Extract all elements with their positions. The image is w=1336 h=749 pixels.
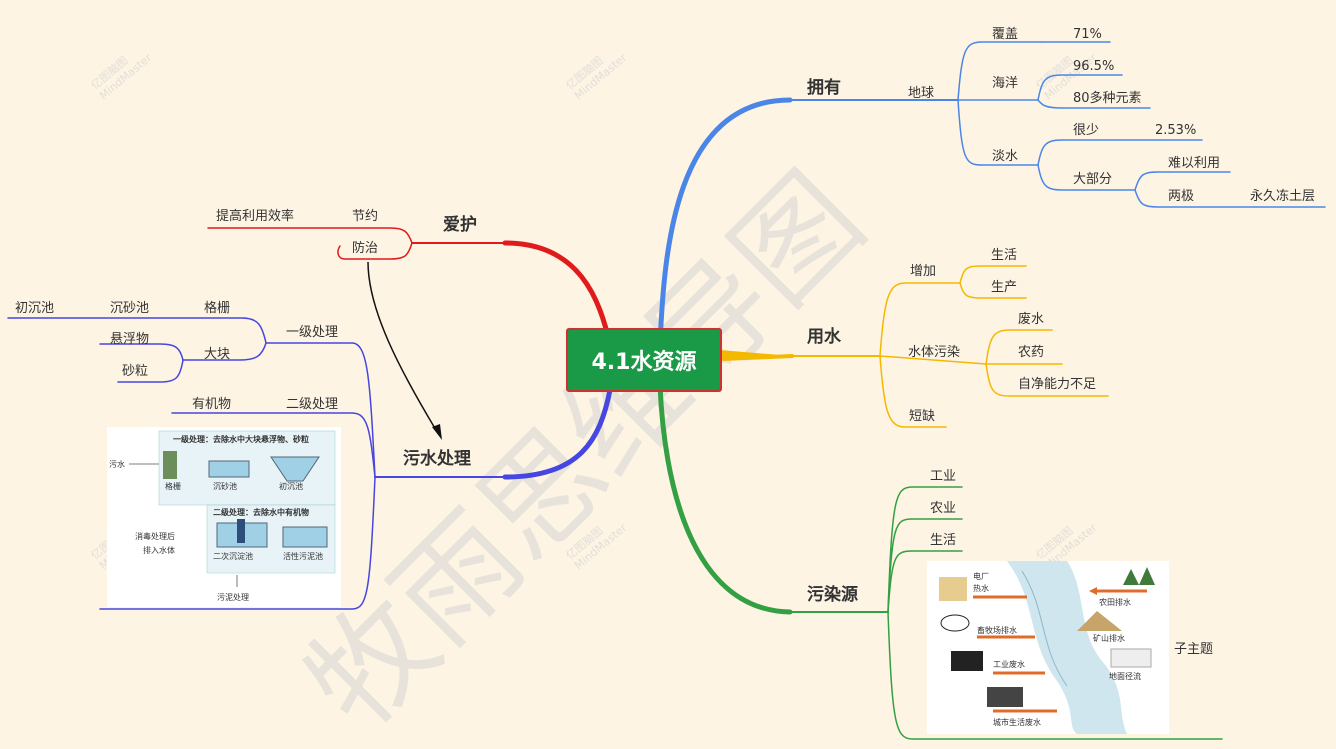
- node-dongtu[interactable]: 永久冻土层: [1250, 188, 1315, 204]
- branch-wuranyuan: [657, 382, 1223, 740]
- poll-xumu: 畜牧场排水: [977, 625, 1017, 635]
- node-wuranyuan[interactable]: 污染源: [807, 584, 858, 605]
- relation-arrow: [367, 261, 437, 431]
- poll-kuangshan: 矿山排水: [1093, 633, 1125, 643]
- node-diqiu[interactable]: 地球: [908, 86, 934, 101]
- node-liangji[interactable]: 两极: [1168, 189, 1194, 204]
- node-zijing[interactable]: 自净能力不足: [1018, 377, 1096, 392]
- branch-yongyou: [657, 41, 1326, 348]
- node-tigao[interactable]: 提高利用效率: [216, 208, 294, 224]
- node-shensha[interactable]: 沉砂池: [110, 301, 149, 316]
- sewage-shensha: 沉砂池: [213, 481, 237, 491]
- poll-dimian: 地面径流: [1109, 671, 1141, 681]
- node-wr-shenghuo[interactable]: 生活: [930, 533, 956, 548]
- node-henshao[interactable]: 很少: [1073, 123, 1099, 138]
- node-wuran[interactable]: 水体污染: [908, 345, 960, 360]
- node-dakuai[interactable]: 大块: [204, 347, 230, 362]
- node-wushui[interactable]: 污水处理: [403, 448, 471, 469]
- node-haiyang-val[interactable]: 96.5%: [1073, 59, 1114, 74]
- sewage-erci: 二次沉淀池: [213, 551, 253, 561]
- node-feishui[interactable]: 废水: [1018, 311, 1044, 327]
- node-youji[interactable]: 有机物: [192, 397, 231, 412]
- poll-gongye: 工业废水: [993, 659, 1025, 669]
- poll-nongtian: 农田排水: [1099, 597, 1131, 607]
- node-nanyi[interactable]: 难以利用: [1168, 156, 1220, 171]
- node-nongye[interactable]: 农业: [930, 501, 956, 516]
- node-shengchan[interactable]: 生产: [991, 280, 1017, 295]
- sewage-title-1: 一级处理：去除水中大块悬浮物、砂粒: [173, 434, 309, 444]
- sewage-pairu: 排入水体: [143, 545, 175, 555]
- node-fugai[interactable]: 覆盖: [992, 27, 1018, 42]
- node-yongshui[interactable]: 用水: [807, 326, 842, 347]
- node-yiji[interactable]: 一级处理: [286, 325, 338, 340]
- node-gezha[interactable]: 格栅: [204, 300, 230, 316]
- pollution-sources-image: 电厂 热水 农田排水 畜牧场排水 矿山排水 工业废水 地面径流 城市生活废水: [927, 561, 1169, 734]
- node-zizhuti[interactable]: 子主题: [1174, 642, 1213, 657]
- sewage-wuni: 污泥处理: [217, 592, 249, 602]
- node-henshao-val[interactable]: 2.53%: [1155, 123, 1196, 138]
- node-jieyue[interactable]: 节约: [352, 209, 378, 224]
- sewage-title-2: 二级处理：去除水中有机物: [213, 507, 309, 517]
- sewage-process-image: 一级处理：去除水中大块悬浮物、砂粒 污水 格栅 沉砂池 初沉池 二级处理：去除水…: [107, 427, 341, 607]
- sewage-chuchen: 初沉池: [279, 481, 303, 491]
- node-danshui[interactable]: 淡水: [992, 149, 1018, 164]
- node-fugai-val[interactable]: 71%: [1073, 27, 1102, 42]
- node-dabufen[interactable]: 大部分: [1073, 172, 1112, 187]
- node-nongyao[interactable]: 农药: [1018, 345, 1044, 360]
- node-duanque[interactable]: 短缺: [909, 409, 935, 424]
- poll-dianchang: 电厂: [973, 571, 989, 581]
- node-zengjia[interactable]: 增加: [910, 264, 936, 279]
- node-haiyang[interactable]: 海洋: [992, 76, 1018, 91]
- poll-reshui: 热水: [973, 583, 989, 593]
- sewage-xiaodu: 消毒处理后: [135, 531, 175, 541]
- sewage-huoxing: 活性污泥池: [283, 551, 323, 561]
- node-shenghuo[interactable]: 生活: [991, 248, 1017, 263]
- relation-arrowhead: [432, 424, 442, 440]
- sewage-wushui: 污水: [109, 459, 125, 469]
- sewage-gezha: 格栅: [165, 481, 181, 491]
- branch-aihu: [207, 227, 613, 348]
- node-chuchen[interactable]: 初沉池: [15, 301, 54, 316]
- node-erji[interactable]: 二级处理: [286, 397, 338, 412]
- node-fangzhi[interactable]: 防治: [352, 240, 378, 256]
- poll-chengshi: 城市生活废水: [993, 717, 1041, 727]
- root-topic[interactable]: 4.1水资源: [566, 328, 722, 392]
- node-gongye[interactable]: 工业: [930, 469, 956, 484]
- node-haiyang-elem[interactable]: 80多种元素: [1073, 90, 1142, 106]
- node-xuanfu[interactable]: 悬浮物: [110, 332, 149, 347]
- node-shali[interactable]: 砂粒: [122, 364, 148, 379]
- node-aihu[interactable]: 爱护: [443, 214, 477, 235]
- branch-wushui: [7, 317, 613, 610]
- node-yongyou[interactable]: 拥有: [807, 77, 841, 98]
